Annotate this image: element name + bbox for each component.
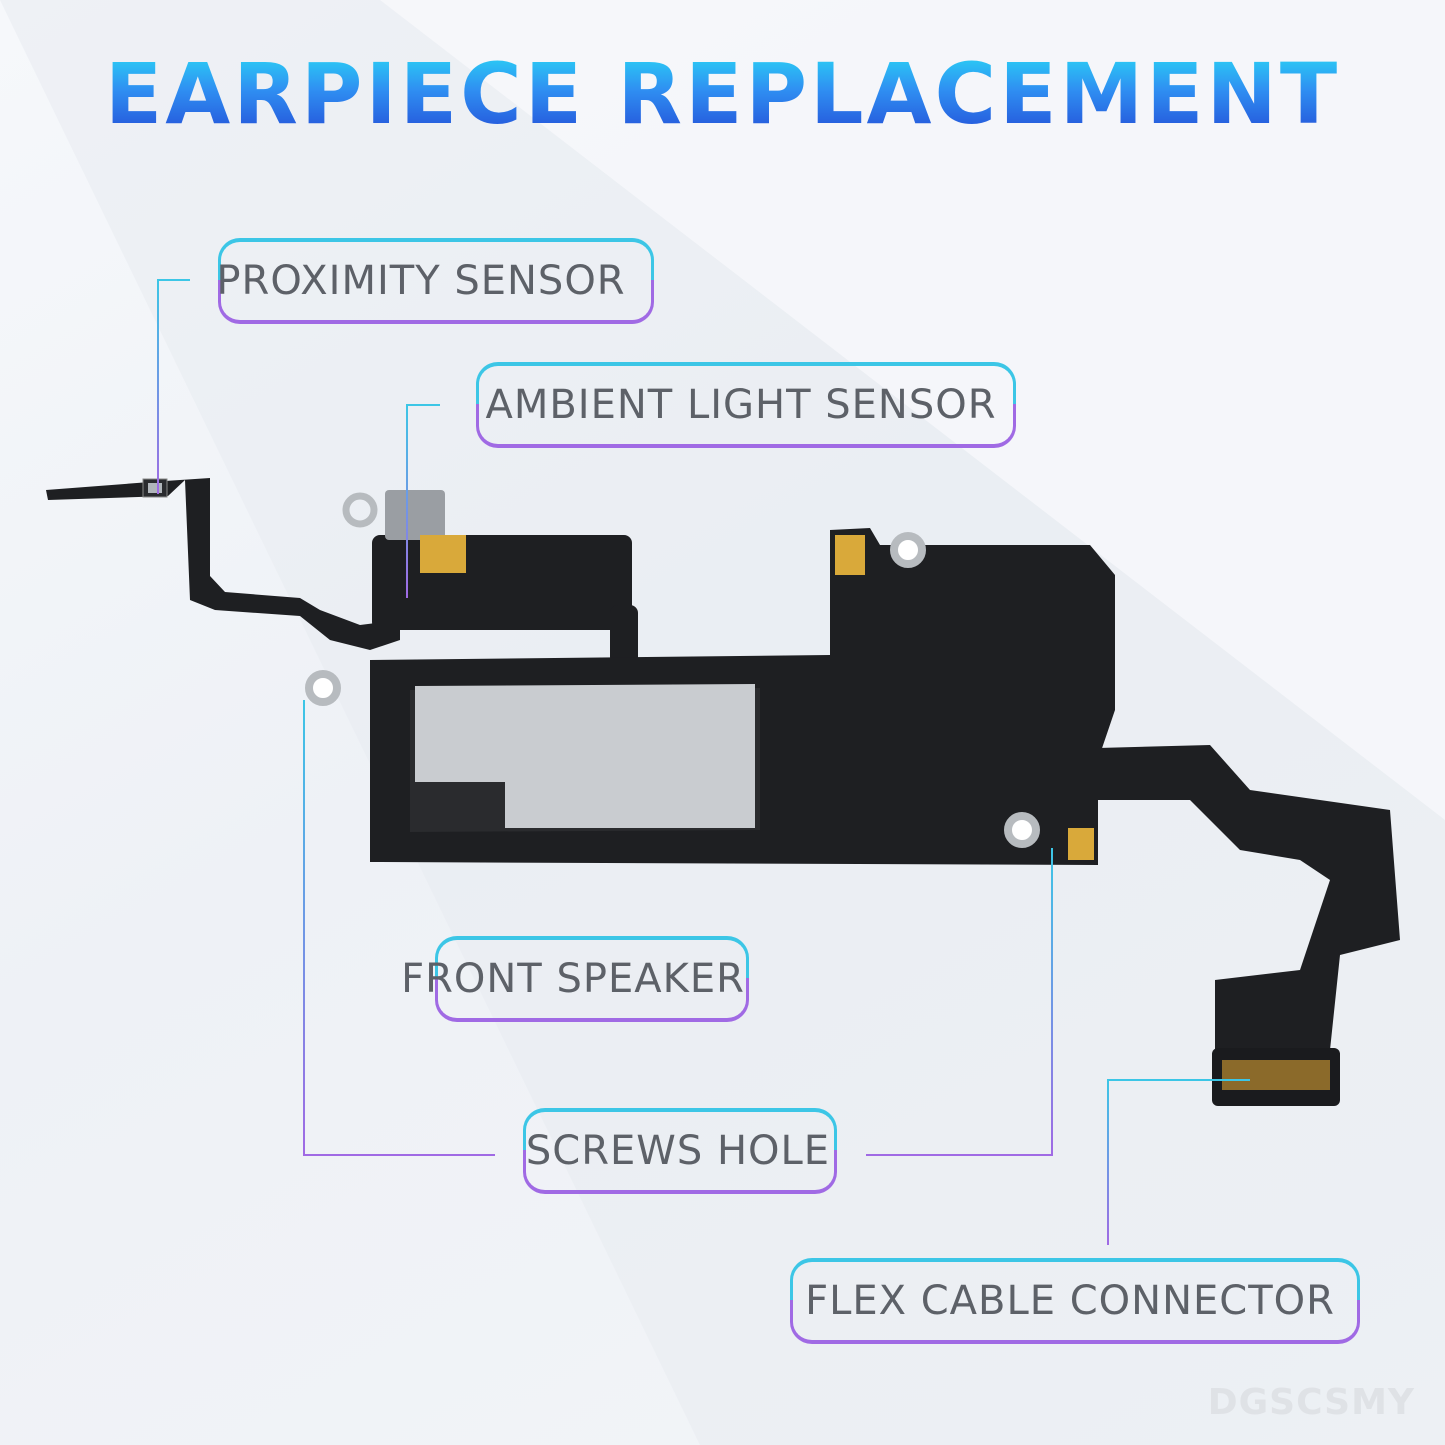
brand-watermark: DGSCSMY <box>1207 1382 1415 1423</box>
page-title: EARPIECE REPLACEMENT <box>0 52 1445 136</box>
front-speaker-text: FRONT SPEAKER <box>401 956 745 1002</box>
leader-lines <box>157 279 1250 1245</box>
flex-cable <box>1098 745 1400 1106</box>
front-speaker-label: FRONT SPEAKER <box>401 936 749 1022</box>
screws-hole-text: SCREWS HOLE <box>525 1128 831 1174</box>
ambient-light-sensor-module <box>342 490 638 665</box>
proximity-sensor-label: PROXIMITY SENSOR <box>216 238 654 324</box>
flex-cable-connector-text: FLEX CABLE CONNECTOR <box>805 1278 1335 1324</box>
proximity-sensor-text: PROXIMITY SENSOR <box>216 258 626 304</box>
flex-cable-connector-label: FLEX CABLE CONNECTOR <box>790 1258 1360 1344</box>
screws-hole-label: SCREWS HOLE <box>523 1108 837 1194</box>
ambient-light-sensor-label: AMBIENT LIGHT SENSOR <box>476 362 1016 448</box>
proximity-sensor-flex <box>46 478 400 650</box>
ambient-light-sensor-text: AMBIENT LIGHT SENSOR <box>485 382 997 428</box>
front-speaker-body <box>305 528 1115 865</box>
